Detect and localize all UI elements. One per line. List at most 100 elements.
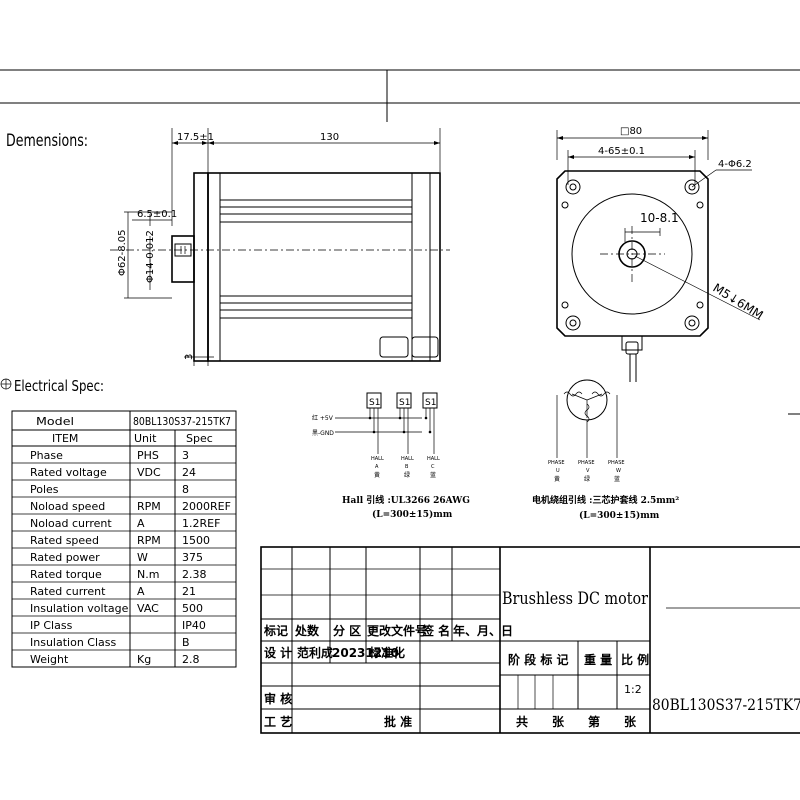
rev-header-count: 处数 [294, 623, 320, 638]
model-label: Model [36, 415, 74, 428]
check-label: 审 核 [264, 691, 292, 706]
winding-length: (L=300±15)mm [579, 510, 660, 521]
spec-row-item: Rated current [30, 585, 106, 598]
boss-dimension: Φ62-8.05 [117, 230, 128, 276]
drawing-model-number: 80BL130S37-215TK7 [652, 695, 800, 714]
spec-row-value: 1500 [182, 534, 210, 547]
spec-row-item: Rated speed [30, 534, 99, 547]
length-dimension: 130 [320, 132, 339, 143]
spec-row-value: 24 [182, 466, 196, 479]
scale-label: 比 例 [621, 652, 649, 667]
hall-output-letter: B [405, 464, 409, 470]
pitch-dimension: 4-65±0.1 [598, 146, 645, 157]
spec-row-item: Noload current [30, 517, 112, 530]
key-dimension: 10-8.1 [640, 211, 679, 225]
black-wire-label: 黑-GND [312, 430, 334, 437]
phase-output-letter: W [616, 468, 621, 474]
spec-row-value: 500 [182, 602, 203, 615]
designer-name: 范利成 [297, 645, 333, 660]
spec-row-value: 1.2REF [182, 517, 220, 530]
spec-row-unit: RPM [137, 500, 161, 513]
spec-row-item: Noload speed [30, 500, 105, 513]
spec-row-value: 375 [182, 551, 203, 564]
electrical-heading: Electrical Spec: [0, 377, 104, 395]
spec-row-unit: A [137, 585, 145, 598]
hall-length: (L=300±15)mm [372, 509, 453, 520]
side-view: 17.5±1 130 6.5±0.1 Φ62-8.05 Φ14-0.012 [110, 128, 450, 366]
spec-row-unit: PHS [137, 449, 159, 462]
hall-caption: Hall 引线 :UL3266 26AWG [342, 494, 470, 506]
hall-sensor-label: S1 [399, 398, 410, 408]
title-block: Brushless DC motor 80BL130S37-215TK7 标记 … [260, 546, 800, 734]
spec-row-value: IP40 [182, 619, 206, 632]
header-unit: Unit [134, 432, 157, 445]
top-frame [0, 69, 800, 122]
hall-output-letter: C [431, 464, 435, 470]
spec-row-value: 2.8 [182, 653, 200, 666]
hall-sensor-label: S1 [369, 398, 380, 408]
rev-header-mark: 标记 [263, 623, 288, 638]
header-item: ITEM [52, 432, 78, 445]
phase-output-color: 绿 [584, 475, 590, 483]
flange-dimension: 17.5±1 [177, 132, 214, 143]
model-value: 80BL130S37-215TK7 [133, 415, 231, 428]
hall-output-color: 绿 [404, 471, 410, 479]
phase-output-letter: U [556, 468, 560, 474]
shaft-depth-dimension: 6.5±0.1 [137, 209, 177, 220]
approve-label: 批 准 [384, 714, 412, 729]
spec-row-item: Rated power [30, 551, 100, 564]
spec-row-item: Rated torque [30, 568, 102, 581]
rev-header-zone: 分 区 [333, 623, 361, 638]
front-view: □80 4-65±0.1 10-8.1 [556, 126, 766, 382]
spec-row-unit: Kg [137, 653, 151, 666]
spec-row-item: Insulation Class [30, 636, 116, 649]
drawing-title: Brushless DC motor [502, 589, 649, 609]
spec-row-value: 8 [182, 483, 189, 496]
hall-output-name: HALL [427, 456, 440, 462]
spec-row-item: Insulation voltage [30, 602, 129, 615]
spec-row-unit: A [137, 517, 145, 530]
spec-row-unit: W [137, 551, 148, 564]
winding-caption: 电机绕组引线 :三芯护套线 2.5mm² [532, 494, 679, 506]
holes-dimension: 4-Φ6.2 [718, 159, 752, 170]
spec-row-value: 2.38 [182, 568, 207, 581]
spec-row-unit: RPM [137, 534, 161, 547]
spec-row-item: Rated voltage [30, 466, 107, 479]
sheet-unit-label-1: 张 [552, 714, 565, 729]
phase-output-name: PHASE [548, 460, 565, 466]
rev-header-doc: 更改文件号 [367, 623, 427, 638]
design-date: 20231210 [332, 646, 399, 660]
standardize-label: 标准化 [368, 645, 405, 660]
sheet-total-label: 共 [516, 714, 528, 729]
rev-header-date: 年、月、日 [453, 623, 513, 638]
spec-row-value: 21 [182, 585, 196, 598]
weight-label: 重 量 [584, 652, 612, 667]
bottom-dimension: 3 [184, 354, 195, 360]
phase-output-letter: V [586, 468, 590, 474]
spec-row-value: 3 [182, 449, 189, 462]
hall-output-name: HALL [371, 456, 384, 462]
spec-row-value: B [182, 636, 190, 649]
header-spec: Spec [186, 432, 213, 445]
sheet-number-label: 第 [588, 714, 600, 729]
phase-output-color: 黄 [554, 475, 560, 483]
square-dimension: □80 [620, 126, 642, 137]
spec-row-item: Phase [30, 449, 63, 462]
hall-sensor-label: S1 [425, 398, 436, 408]
hall-output-letter: A [375, 464, 379, 470]
spec-row-unit: N.m [137, 568, 159, 581]
spec-row-value: 2000REF [182, 500, 231, 513]
spec-row-item: Weight [30, 653, 69, 666]
stage-label: 阶 段 标 记 [508, 652, 569, 667]
sheet-unit-label-2: 张 [624, 714, 637, 729]
phase-output-name: PHASE [608, 460, 625, 466]
shaft-diameter-dimension: Φ14-0.012 [145, 230, 156, 283]
electrical-heading-text: Electrical Spec: [14, 377, 104, 395]
spec-row-item: Poles [30, 483, 59, 496]
phase-output-name: PHASE [578, 460, 595, 466]
design-label: 设 计 [264, 645, 292, 660]
process-label: 工 艺 [264, 714, 292, 729]
spec-table: Model 80BL130S37-215TK7 ITEM Unit Spec P… [11, 410, 237, 668]
